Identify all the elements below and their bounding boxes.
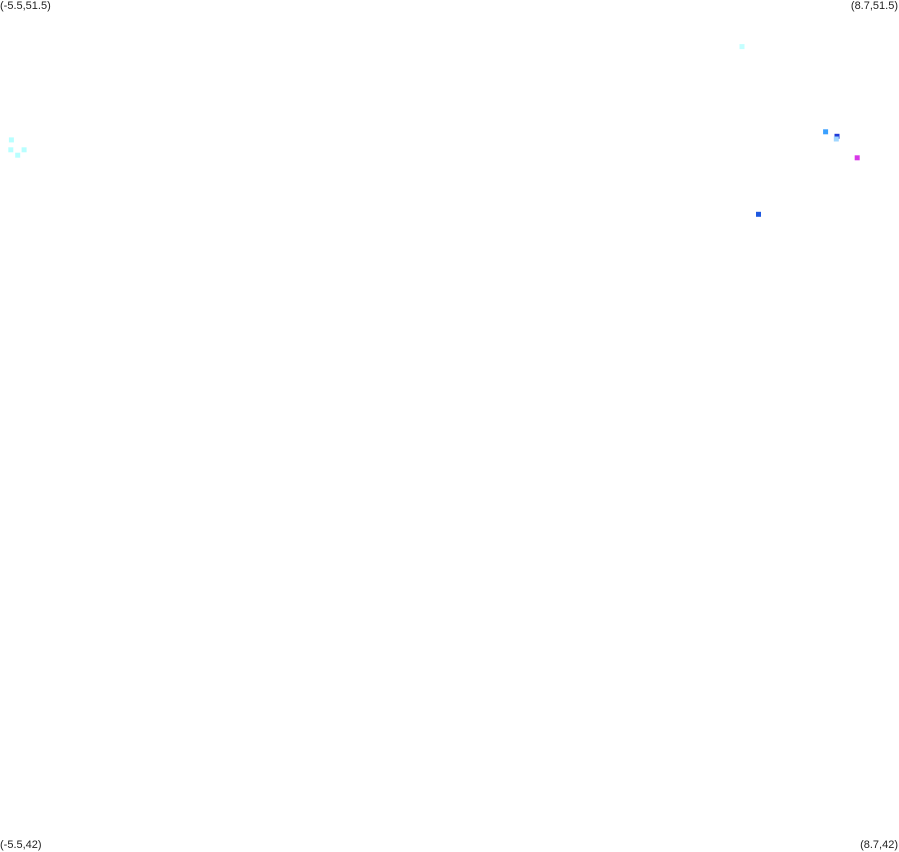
map-point-9 (854, 155, 860, 161)
map-point-6 (823, 129, 829, 135)
map-point-1 (8, 137, 14, 143)
map-point-8 (833, 136, 839, 142)
map-point-4 (15, 152, 21, 158)
corner-label-bottom-right: (8.7,42) (860, 839, 898, 851)
map-point-7 (834, 133, 840, 139)
map-point-3 (21, 147, 27, 153)
corner-label-bottom-left: (-5.5,42) (0, 839, 42, 851)
map-point-2 (8, 147, 14, 153)
map-point-5 (739, 44, 745, 50)
corner-label-top-right: (8.7,51.5) (850, 0, 898, 12)
corner-label-top-left: (-5.5,51.5) (0, 0, 51, 12)
map-point-10 (756, 211, 761, 217)
